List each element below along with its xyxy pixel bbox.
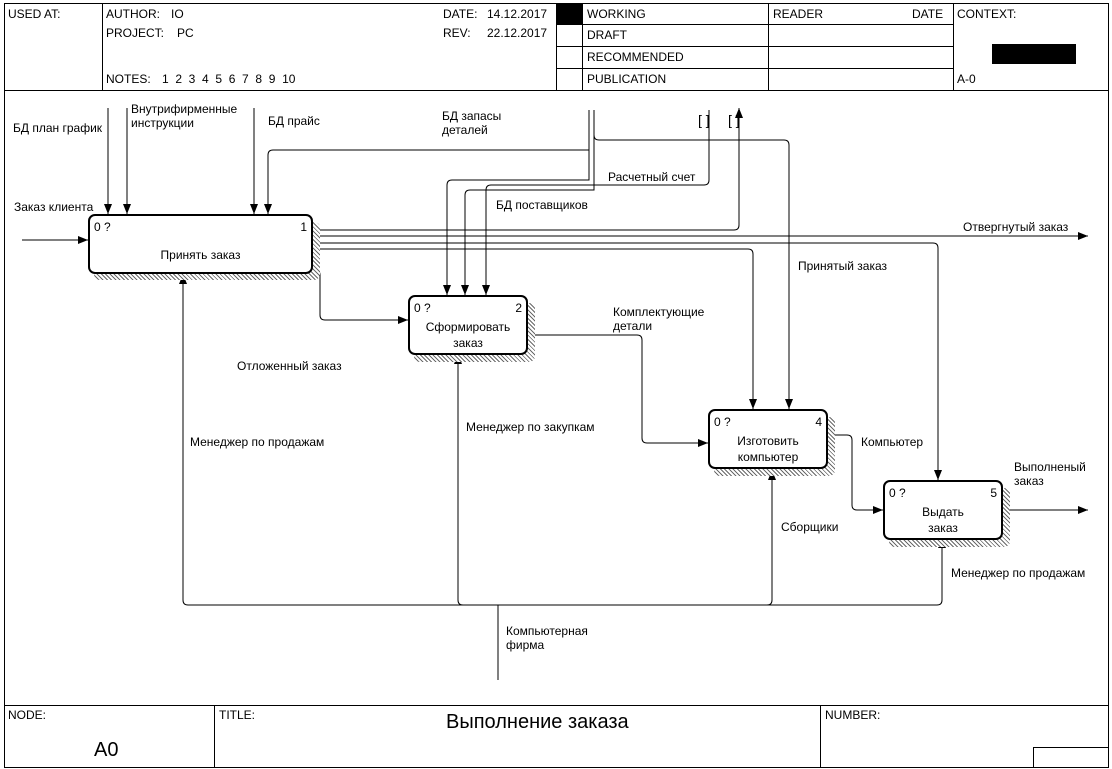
arrow-components	[527, 334, 708, 447]
arrow-purchase-manager	[454, 354, 464, 606]
status-working: WORKING	[587, 7, 646, 21]
label-assemblers: Сборщики	[781, 520, 839, 534]
label-accepted: Принятый заказ	[798, 259, 888, 273]
activity-box-form-order: 0 ? 2 Сформировать заказ	[408, 295, 528, 355]
mechanism-bus	[188, 538, 946, 606]
arrow-accepted-to-box5	[312, 242, 942, 480]
page-box-top	[1033, 747, 1108, 748]
box-2-title: Сформировать заказ	[425, 320, 511, 350]
date-value: 14.12.2017	[487, 7, 548, 21]
number-label: NUMBER:	[825, 708, 881, 722]
node-label: NODE:	[8, 708, 47, 722]
box-2-cost: 0 ?	[414, 301, 431, 315]
rev-value: 22.12.2017	[487, 26, 548, 40]
diagram-title: Выполнение заказа	[446, 711, 629, 733]
box-1-title: Принять заказ	[160, 248, 241, 262]
project-label: PROJECT:	[106, 26, 165, 40]
label-account: Расчетный счет	[608, 170, 696, 184]
status-draft: DRAFT	[587, 28, 627, 42]
date-label: DATE:	[443, 7, 478, 21]
box-4-cost: 0 ?	[714, 415, 731, 429]
status-recommended: RECOMMENDED	[587, 50, 684, 64]
arrow-computer	[828, 434, 883, 514]
label-suppliers: БД поставщиков	[496, 198, 588, 212]
box-5-title: Выдать заказ	[922, 505, 964, 535]
author-label: AUTHOR:	[106, 7, 160, 21]
arrow-accepted-to-box4	[312, 248, 757, 409]
box-1-number: 1	[300, 220, 307, 234]
status-publication: PUBLICATION	[587, 72, 667, 86]
footer-divider-2	[820, 705, 821, 767]
context-label: CONTEXT:	[957, 7, 1017, 21]
label-rejected: Отвергнутый заказ	[963, 220, 1069, 234]
label-purchase-manager: Менеджер по закупкам	[466, 420, 595, 434]
box-1-cost: 0 ?	[94, 220, 111, 234]
label-done-order: Выполненый заказ	[1014, 460, 1086, 488]
label-instructions: Внутрифирменные инструкции	[131, 102, 238, 130]
arrow-postponed	[312, 269, 408, 324]
frame-right	[1108, 3, 1109, 768]
arrow-to-tunnel	[312, 108, 743, 231]
box-2-number: 2	[515, 301, 522, 315]
project-value: PC	[177, 26, 194, 40]
box-5-number: 5	[990, 486, 997, 500]
footer-divider-1	[214, 705, 215, 767]
node-value: A0	[94, 739, 119, 761]
label-plan: БД план график	[13, 121, 103, 135]
title-label: TITLE:	[219, 708, 256, 722]
label-company: Компьютерная фирма	[506, 624, 588, 652]
arrow-to-box4-control	[593, 134, 793, 409]
notes-value: 1 2 3 4 5 6 7 8 9 10	[162, 72, 296, 86]
arrow-parts-db-to-box2	[443, 150, 590, 295]
label-sales-manager-1: Менеджер по продажам	[190, 435, 325, 449]
label-price: БД прайс	[268, 114, 320, 128]
arrow-account	[482, 110, 710, 295]
status-row-line-2	[556, 46, 953, 47]
rev-label: REV:	[443, 26, 471, 40]
context-node: A-0	[957, 72, 976, 86]
activity-box-build-computer: 0 ? 4 Изготовить компьютер	[708, 409, 828, 469]
box-4-number: 4	[815, 415, 822, 429]
arrow-sales-manager-1	[179, 274, 189, 606]
frame-bottom	[4, 767, 1108, 768]
working-status-marker	[557, 4, 582, 24]
reader-date-label: DATE	[912, 7, 944, 21]
box-5-cost: 0 ?	[889, 486, 906, 500]
used-at-label: USED AT:	[8, 7, 61, 21]
arrow-parts-db-to-box1	[264, 110, 590, 214]
status-row-line-1	[556, 24, 953, 25]
activity-box-accept-order: 0 ? 1 Принять заказ	[88, 214, 313, 274]
status-row-line-3	[556, 68, 953, 69]
label-postponed: Отложенный заказ	[237, 359, 342, 373]
label-client-order: Заказ клиента	[14, 200, 94, 214]
arrow-suppliers	[461, 110, 595, 295]
label-sales-manager-2: Менеджер по продажам	[951, 566, 1086, 580]
context-thumbnail	[992, 44, 1076, 64]
activity-box-deliver-order: 0 ? 5 Выдать заказ	[883, 480, 1003, 540]
arrow-assemblers	[766, 470, 776, 606]
label-computer: Компьютер	[861, 435, 924, 449]
page-box-left	[1033, 747, 1034, 767]
author-value: IO	[171, 7, 184, 21]
notes-label: NOTES:	[106, 72, 151, 86]
header-bottom	[4, 90, 1108, 91]
footer-top	[4, 705, 1108, 706]
label-parts-db: БД запасы деталей	[442, 109, 502, 137]
header-divider-1	[102, 3, 103, 90]
reader-label: READER	[773, 7, 824, 21]
label-components: Комплектующие детали	[613, 305, 705, 333]
tunnel-marker-2: [ ]	[728, 112, 740, 128]
box-4-title: Изготовить компьютер	[737, 434, 799, 464]
frame-left	[4, 3, 5, 768]
tunnel-marker-1: [ ]	[698, 112, 710, 128]
header-divider-5	[953, 3, 954, 90]
